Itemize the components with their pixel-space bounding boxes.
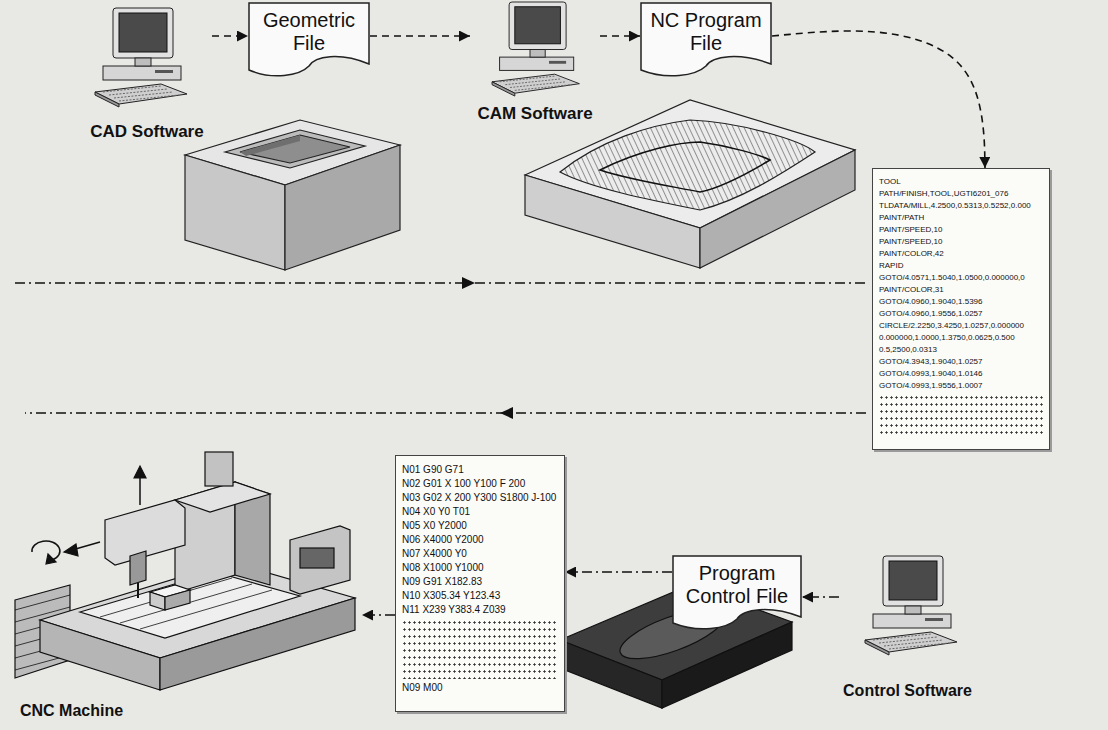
- code-line: N08 X1000 Y1000: [402, 561, 558, 575]
- flow-arrow: [370, 35, 470, 37]
- flow-line: [15, 283, 866, 413]
- software-label: CAD Software: [90, 122, 203, 142]
- text-block: CNC Machine: [12, 702, 362, 720]
- cam-computer-icon: [492, 2, 579, 96]
- cnc-machine-drawing: [300, 548, 334, 568]
- file-label: NC Program File: [646, 9, 766, 55]
- control-computer-icon: [865, 556, 957, 655]
- code-line: N03 G02 X 200 Y300 S1800 J-100: [402, 491, 558, 505]
- control-workstation: Control Software: [839, 552, 976, 704]
- gcode-listing-sheet: N01 G90 G71N02 G01 X 100 Y100 F 200N03 G…: [395, 455, 565, 712]
- machine-label: CNC Machine: [20, 702, 123, 720]
- flow-arrowhead: [462, 277, 475, 289]
- text-block: CAD Software: [82, 122, 212, 142]
- code-line: N01 G90 G71: [402, 463, 558, 477]
- cad-workstation: CAD Software: [82, 2, 212, 146]
- cnc-machine-drawing: [290, 526, 350, 594]
- document-outline: [641, 3, 771, 76]
- flow-line: [25, 412, 866, 414]
- code-line: N02 G01 X 100 Y100 F 200: [402, 477, 558, 491]
- code-line: PAINT/COLOR,42: [879, 248, 1043, 260]
- code-line: N10 X305.34 Y123.43: [402, 589, 558, 603]
- code-line: PAINT/SPEED,10: [879, 224, 1043, 236]
- file-label: Geometric File: [254, 9, 364, 55]
- code-line: N05 X0 Y2000: [402, 519, 558, 533]
- code-line: PAINT/PATH: [879, 212, 1043, 224]
- software-label: Control Software: [843, 682, 972, 700]
- code-line: GOTO/4.0993,1.9040,1.0146: [879, 368, 1043, 380]
- cad-part-model: [185, 155, 285, 270]
- cam-toolpath-model: [560, 120, 815, 210]
- software-label: CAM Software: [477, 104, 592, 124]
- geometric-file-document: Geometric File: [248, 2, 370, 78]
- cad-part-model: [240, 135, 300, 156]
- dotted-lines: [402, 619, 558, 679]
- program-control-file-document: Program Control File: [672, 555, 802, 631]
- code-line: N11 X239 Y383.4 Z039: [402, 603, 558, 617]
- code-line: GOTO/4.0993,1.9556,1.0007: [879, 380, 1043, 392]
- code-line: RAPID: [879, 260, 1043, 272]
- code-line: PAINT/COLOR,31: [879, 284, 1043, 296]
- cnc-machine-drawing: [134, 466, 146, 478]
- document-outline: [249, 3, 369, 76]
- cnc-machine-drawing: [64, 544, 78, 556]
- document-outline: [673, 556, 801, 629]
- code-line: CIRCLE/2.2250,3.4250,1.0257,0.000000: [879, 320, 1043, 332]
- code-line: PATH/FINISH,TOOL,UGTI6201_076: [879, 188, 1043, 200]
- flow-arrow: [802, 596, 839, 598]
- cnc-machine-drawing: [139, 474, 141, 505]
- flow-arrowhead: [500, 407, 513, 419]
- cnc-machine-drawing: [150, 592, 165, 610]
- flow-arrow: [772, 31, 985, 168]
- text-block: CAM Software: [470, 104, 600, 124]
- code-line: N09 G91 X182.83: [402, 575, 558, 589]
- cad-part-model: [240, 135, 350, 163]
- code-line: N09 M00: [402, 681, 558, 695]
- cnc-machine-drawing: [32, 541, 60, 560]
- nc-program-file-document: NC Program File: [640, 2, 772, 78]
- code-line: TLDATA/MILL,4.2500,0.5313,0.5252,0.000: [879, 200, 1043, 212]
- cam-workstation: CAM Software: [470, 4, 600, 128]
- cam-toolpath-model: [600, 142, 770, 192]
- cnc-machine-drawing: [15, 452, 355, 690]
- flow-arrow: [600, 35, 640, 37]
- code-line: TOOL: [879, 176, 1043, 188]
- file-label: Program Control File: [678, 562, 796, 608]
- flow-arrowhead: [462, 277, 513, 419]
- code-line: PAINT/SPEED,10: [879, 236, 1043, 248]
- code-line: 0.000000,1.0000,1.3750,0.0625,0.500: [879, 332, 1043, 344]
- cnc-machine-drawing: [137, 583, 139, 598]
- text-block: N01 G90 G71N02 G01 X 100 Y100 F 200N03 G…: [402, 463, 558, 695]
- code-line: N07 X4000 Y0: [402, 547, 558, 561]
- cam-toolpath-model: [525, 100, 855, 268]
- text-block: Program Control File: [678, 562, 796, 608]
- dotted-lines: [879, 394, 1043, 434]
- cnc-machine-drawing: [165, 590, 190, 610]
- cnc-machine-drawing: [205, 452, 233, 486]
- cnc-machine: CNC Machine: [12, 440, 362, 724]
- code-line: GOTO/4.0960,1.9556,1.0257: [879, 308, 1043, 320]
- cnc-machine-drawing: [130, 551, 146, 585]
- flow-arrow: [565, 571, 672, 573]
- flow-arrow: [362, 614, 395, 616]
- cad-computer-icon: [95, 8, 187, 107]
- text-block: NC Program File: [646, 9, 766, 55]
- text-block: Geometric File: [254, 9, 364, 55]
- cnc-machine-drawing: [46, 554, 56, 564]
- code-line: GOTO/4.0960,1.9040,1.5396: [879, 296, 1043, 308]
- apt-listing-sheet: TOOLPATH/FINISH,TOOL,UGTI6201_076TLDATA/…: [872, 168, 1050, 450]
- code-line: GOTO/4.3943,1.9040,1.0257: [879, 356, 1043, 368]
- code-line: GOTO/4.0571,1.5040,1.0500,0.000000,0: [879, 272, 1043, 284]
- code-line: N06 X4000 Y2000: [402, 533, 558, 547]
- cad-part-model: [225, 130, 365, 168]
- code-line: 0.5,2500,0.0313: [879, 344, 1043, 356]
- code-line: N04 X0 Y0 T01: [402, 505, 558, 519]
- flow-arrow: [212, 35, 248, 37]
- text-block: Control Software: [839, 682, 976, 700]
- flow-line: [15, 282, 866, 284]
- cad-part-model: [185, 120, 400, 270]
- text-block: TOOLPATH/FINISH,TOOL,UGTI6201_076TLDATA/…: [879, 176, 1043, 434]
